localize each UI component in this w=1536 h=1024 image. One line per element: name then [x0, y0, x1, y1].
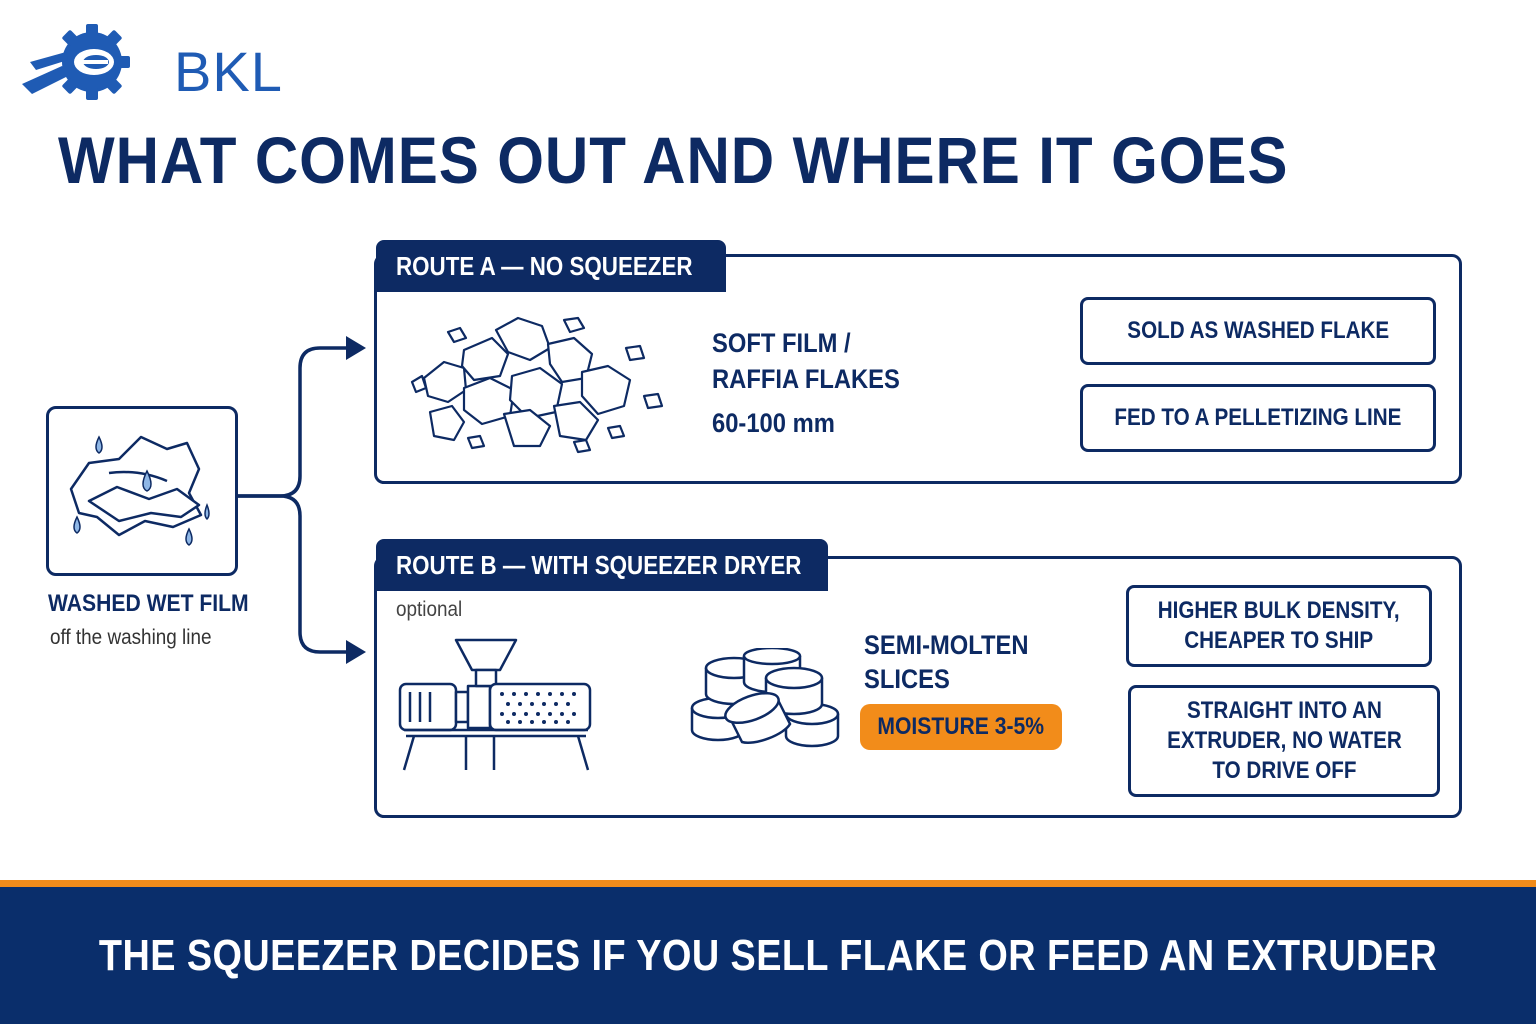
page-title: WHAT COMES OUT AND WHERE IT GOES	[58, 123, 1289, 197]
arrowhead-route-b	[346, 640, 366, 664]
gear-logo-icon	[22, 24, 130, 100]
brand-name: BKL	[174, 40, 283, 103]
route-a-output-2: FED TO A PELLETIZING LINE	[1080, 384, 1436, 452]
route-a-output-1: SOLD AS WASHED FLAKE	[1080, 297, 1436, 365]
route-a-tag: ROUTE A — NO SQUEEZER	[376, 240, 726, 292]
connector-to-route-b	[236, 494, 352, 654]
source-subtitle: off the washing line	[50, 626, 212, 649]
footer-text: THE SQUEEZER DECIDES IF YOU SELL FLAKE O…	[98, 930, 1438, 980]
moisture-badge: MOISTURE 3-5%	[860, 704, 1062, 750]
wet-film-icon	[69, 435, 210, 546]
source-card	[46, 406, 238, 576]
route-b-product-line1: SEMI-MOLTEN	[864, 630, 1029, 660]
brand-logo: BKL	[22, 22, 322, 102]
route-a-product-line2: RAFFIA FLAKES	[712, 364, 900, 394]
flakes-icon	[410, 316, 664, 454]
route-b-output-2: STRAIGHT INTO AN EXTRUDER, NO WATER TO D…	[1128, 685, 1440, 797]
route-b-tag: ROUTE B — WITH SQUEEZER DRYER	[376, 539, 828, 591]
route-b-output-1: HIGHER BULK DENSITY, CHEAPER TO SHIP	[1126, 585, 1432, 667]
footer-accent-line	[0, 880, 1536, 887]
connector-to-route-a	[236, 346, 352, 498]
route-b-product-line2: SLICES	[864, 664, 950, 694]
route-a-product-line1: SOFT FILM /	[712, 328, 851, 358]
source-title: WASHED WET FILM	[48, 590, 249, 617]
arrowhead-route-a	[346, 336, 366, 360]
optional-label: optional	[396, 598, 463, 621]
squeezer-dryer-icon	[398, 638, 592, 771]
slices-icon	[690, 648, 840, 748]
route-a-size: 60-100 mm	[712, 408, 835, 438]
footer-banner: THE SQUEEZER DECIDES IF YOU SELL FLAKE O…	[0, 887, 1536, 1024]
